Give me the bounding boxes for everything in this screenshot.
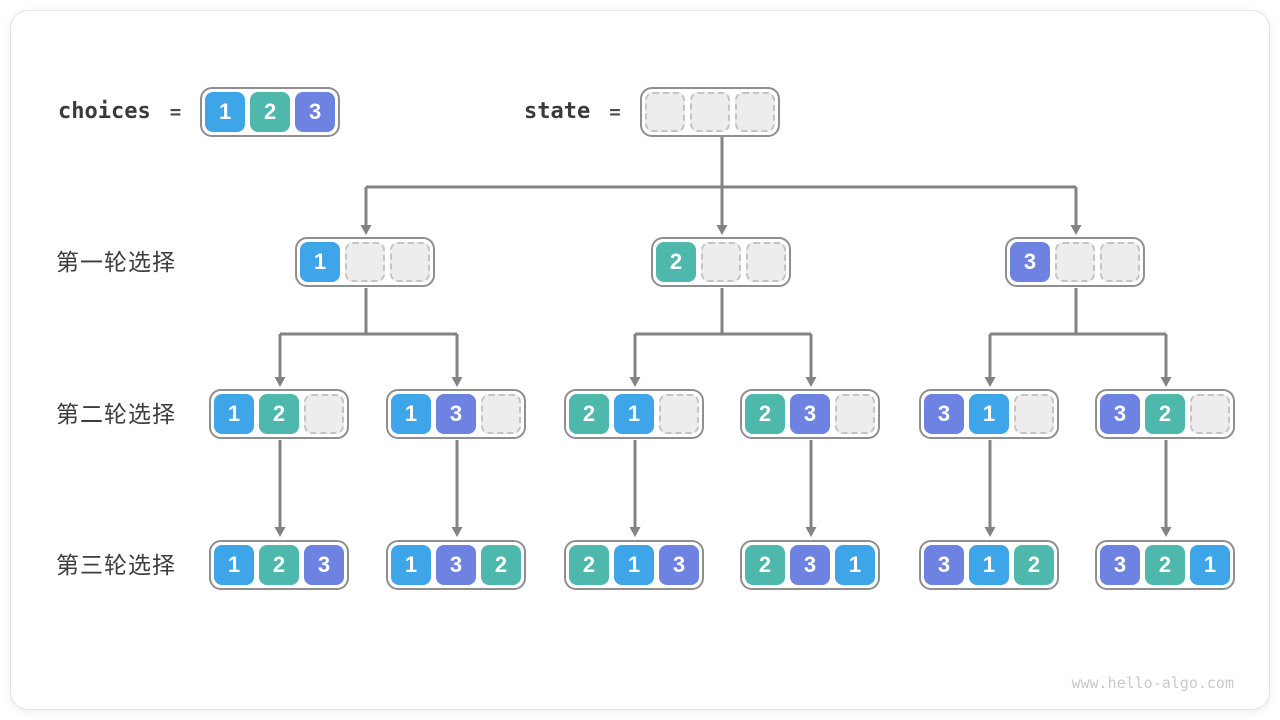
watermark: www.hello-algo.com <box>1071 674 1234 692</box>
tree-node-l2-3: 2 1 <box>564 389 704 439</box>
state-cell: 2 <box>259 394 299 434</box>
tree-node-l2-4: 2 3 <box>740 389 880 439</box>
state-cell <box>304 394 344 434</box>
state-cell <box>835 394 875 434</box>
state-root-node <box>639 86 780 137</box>
row-label-round3: 第三轮选择 <box>56 552 176 578</box>
edge-node1-to-children <box>278 288 459 377</box>
equals-sign: = <box>609 100 621 123</box>
choices-label: choices <box>58 99 151 124</box>
tree-node-l1-3: 3 <box>1005 237 1145 287</box>
state-cell: 3 <box>1100 545 1140 585</box>
state-cell: 1 <box>214 545 254 585</box>
state-cell <box>644 91 685 132</box>
tree-node-l3-2: 1 3 2 <box>386 540 526 590</box>
row-label-round2: 第二轮选择 <box>56 401 176 427</box>
state-cell: 2 <box>745 545 785 585</box>
tree-node-l2-5: 3 1 <box>919 389 1059 439</box>
state-cell: 3 <box>790 545 830 585</box>
edge-node3-to-children <box>988 288 1168 377</box>
state-cell: 2 <box>259 545 299 585</box>
tree-node-l2-6: 3 2 <box>1095 389 1235 439</box>
state-cell: 1 <box>300 242 340 282</box>
state-cell: 1 <box>1190 545 1230 585</box>
state-cell: 3 <box>790 394 830 434</box>
state-cell: 2 <box>1145 394 1185 434</box>
edge-state-to-level1 <box>364 137 1078 225</box>
state-cell: 2 <box>656 242 696 282</box>
state-cell: 1 <box>214 394 254 434</box>
tree-node-l3-1: 1 2 3 <box>209 540 349 590</box>
choices-node: 1 2 3 <box>200 86 341 137</box>
state-cell: 2 <box>1014 545 1054 585</box>
tree-node-l3-6: 3 2 1 <box>1095 540 1235 590</box>
state-cell: 2 <box>481 545 521 585</box>
tree-node-l1-2: 2 <box>651 237 791 287</box>
state-cell: 1 <box>391 545 431 585</box>
state-cell: 3 <box>659 545 699 585</box>
state-cell <box>1014 394 1054 434</box>
state-cell: 1 <box>614 394 654 434</box>
state-cell <box>1055 242 1095 282</box>
state-cell <box>734 91 775 132</box>
state-cell: 3 <box>1010 242 1050 282</box>
choice-cell: 2 <box>250 91 291 132</box>
state-cell <box>1100 242 1140 282</box>
choices-group: choices = 1 2 3 <box>58 86 341 137</box>
tree-node-l1-1: 1 <box>295 237 435 287</box>
state-label: state <box>524 99 591 124</box>
state-cell: 1 <box>969 394 1009 434</box>
state-cell <box>659 394 699 434</box>
tree-node-l3-3: 2 1 3 <box>564 540 704 590</box>
tree-node-l2-2: 1 3 <box>386 389 526 439</box>
state-cell: 1 <box>391 394 431 434</box>
state-cell: 2 <box>1145 545 1185 585</box>
tree-node-l2-1: 1 2 <box>209 389 349 439</box>
state-cell: 2 <box>569 545 609 585</box>
state-cell <box>746 242 786 282</box>
state-cell: 3 <box>304 545 344 585</box>
state-cell: 3 <box>924 545 964 585</box>
state-cell <box>390 242 430 282</box>
state-cell: 3 <box>436 545 476 585</box>
state-cell: 3 <box>436 394 476 434</box>
state-cell: 3 <box>1100 394 1140 434</box>
state-cell: 2 <box>745 394 785 434</box>
choice-cell: 1 <box>205 91 246 132</box>
state-cell <box>689 91 730 132</box>
row-label-round1: 第一轮选择 <box>56 249 176 275</box>
choice-cell: 3 <box>295 91 336 132</box>
edges-level2-to-level3 <box>278 440 1168 527</box>
state-cell: 2 <box>569 394 609 434</box>
equals-sign: = <box>169 100 182 123</box>
state-group: state = <box>524 86 780 137</box>
state-cell: 1 <box>969 545 1009 585</box>
state-cell <box>701 242 741 282</box>
tree-node-l3-5: 3 1 2 <box>919 540 1059 590</box>
tree-node-l3-4: 2 3 1 <box>740 540 880 590</box>
state-cell <box>1190 394 1230 434</box>
state-cell: 1 <box>835 545 875 585</box>
edge-node2-to-children <box>633 288 813 377</box>
state-cell: 3 <box>924 394 964 434</box>
state-cell <box>481 394 521 434</box>
state-cell <box>345 242 385 282</box>
state-cell: 1 <box>614 545 654 585</box>
arrowheads <box>274 225 1172 537</box>
